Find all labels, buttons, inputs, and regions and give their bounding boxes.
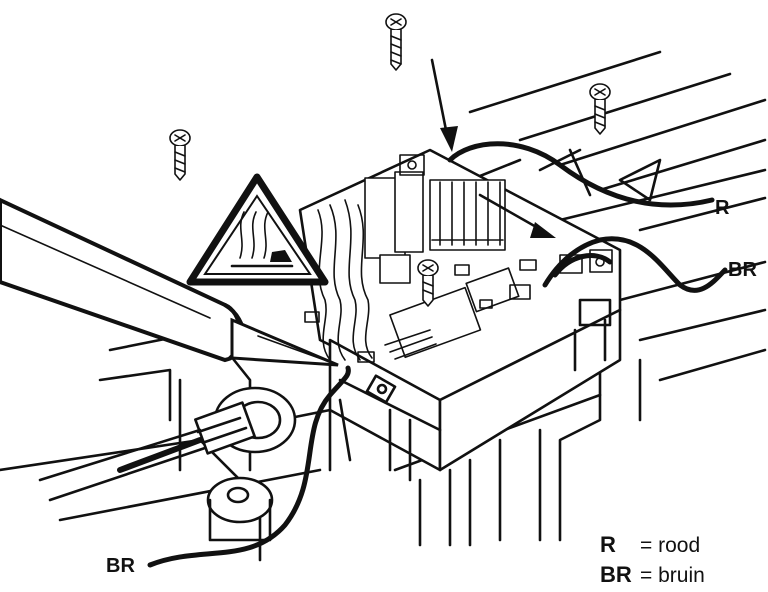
- label-wire-br-left: BR: [106, 555, 135, 577]
- legend-text-br: = bruin: [640, 564, 705, 587]
- wires: [147, 141, 728, 568]
- hot-surface-warning-icon: [186, 173, 329, 286]
- label-wire-r: R: [715, 197, 730, 219]
- screw-icon: [417, 259, 439, 307]
- motor-assembly: [38, 386, 297, 542]
- legend-text-r: = rood: [640, 534, 700, 557]
- legend-code-br: BR: [600, 562, 632, 587]
- brown-wire-right: [542, 236, 728, 293]
- circuit-board: [304, 154, 613, 363]
- screw-icon: [385, 13, 407, 71]
- red-wire: [447, 141, 715, 208]
- legend-code-r: R: [600, 532, 616, 557]
- brown-wire-left: [147, 365, 351, 568]
- label-wire-br-right: BR: [728, 259, 757, 281]
- soldering-iron: [0, 197, 339, 367]
- color-legend: R = rood BR = bruin: [600, 532, 705, 587]
- screw-icon: [589, 83, 611, 135]
- arrow-icon: [430, 58, 556, 238]
- screw-icon: [169, 129, 191, 181]
- brown-wire-right-2: [552, 253, 613, 278]
